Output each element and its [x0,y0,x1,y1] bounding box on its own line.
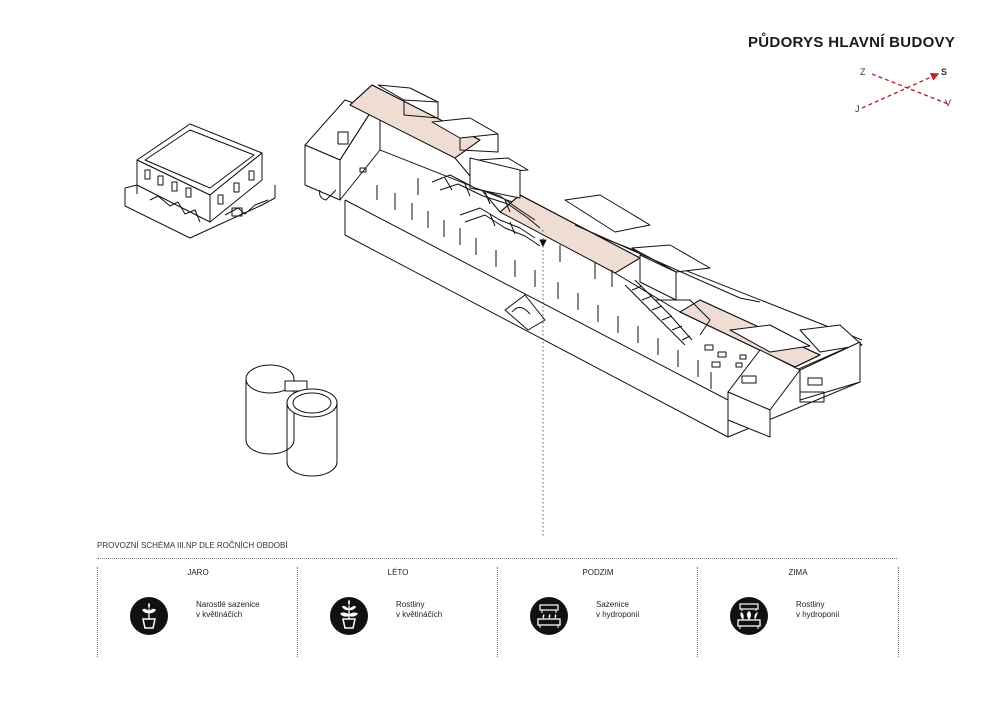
hydroponic-seedlings-icon [530,597,568,635]
furniture [359,167,747,368]
compass-label-s: S [941,67,948,77]
potted-seedling-icon [130,597,168,635]
season-autumn: PODZIM Sazenice v hydroponii [497,567,698,657]
potted-plant-icon [330,597,368,635]
compass-label-v: V [945,98,952,108]
season-desc: Rostliny v hydroponii [796,600,840,619]
season-spring: JARO Narostlé sazenice v květináčích [97,567,298,657]
season-name: LÉTO [387,568,409,577]
season-winter: ZIMA Rostliny v hydroponii [697,567,899,657]
season-summer: LÉTO Rostliny v květináčích [297,567,498,657]
silos [245,364,338,477]
season-name: PODZIM [582,568,614,577]
season-name: ZIMA [788,568,808,577]
schema-title: PROVOZNÍ SCHÉMA III.NP DLE ROČNÍCH OBDOB… [97,541,288,550]
compass-label-j: J [855,104,860,114]
small-building [124,123,276,239]
compass-label-z: Z [860,67,866,77]
season-name: JARO [187,568,209,577]
season-desc: Narostlé sazenice v květináčích [196,600,260,619]
season-desc: Rostliny v květináčích [396,600,443,619]
compass: Z S J V [850,62,960,117]
staircase-south [624,279,711,346]
hydroponic-plants-icon [730,597,768,635]
seasonal-schema: JARO Narostlé sazenice v květináčích LÉT… [97,558,899,657]
staircase-north [431,174,541,247]
axonometric-drawing [124,84,863,538]
main-building [304,84,863,438]
columns [376,178,712,389]
page-title: PŮDORYS HLAVNÍ BUDOVY [748,34,956,51]
season-desc: Sazenice v hydroponii [596,600,640,619]
